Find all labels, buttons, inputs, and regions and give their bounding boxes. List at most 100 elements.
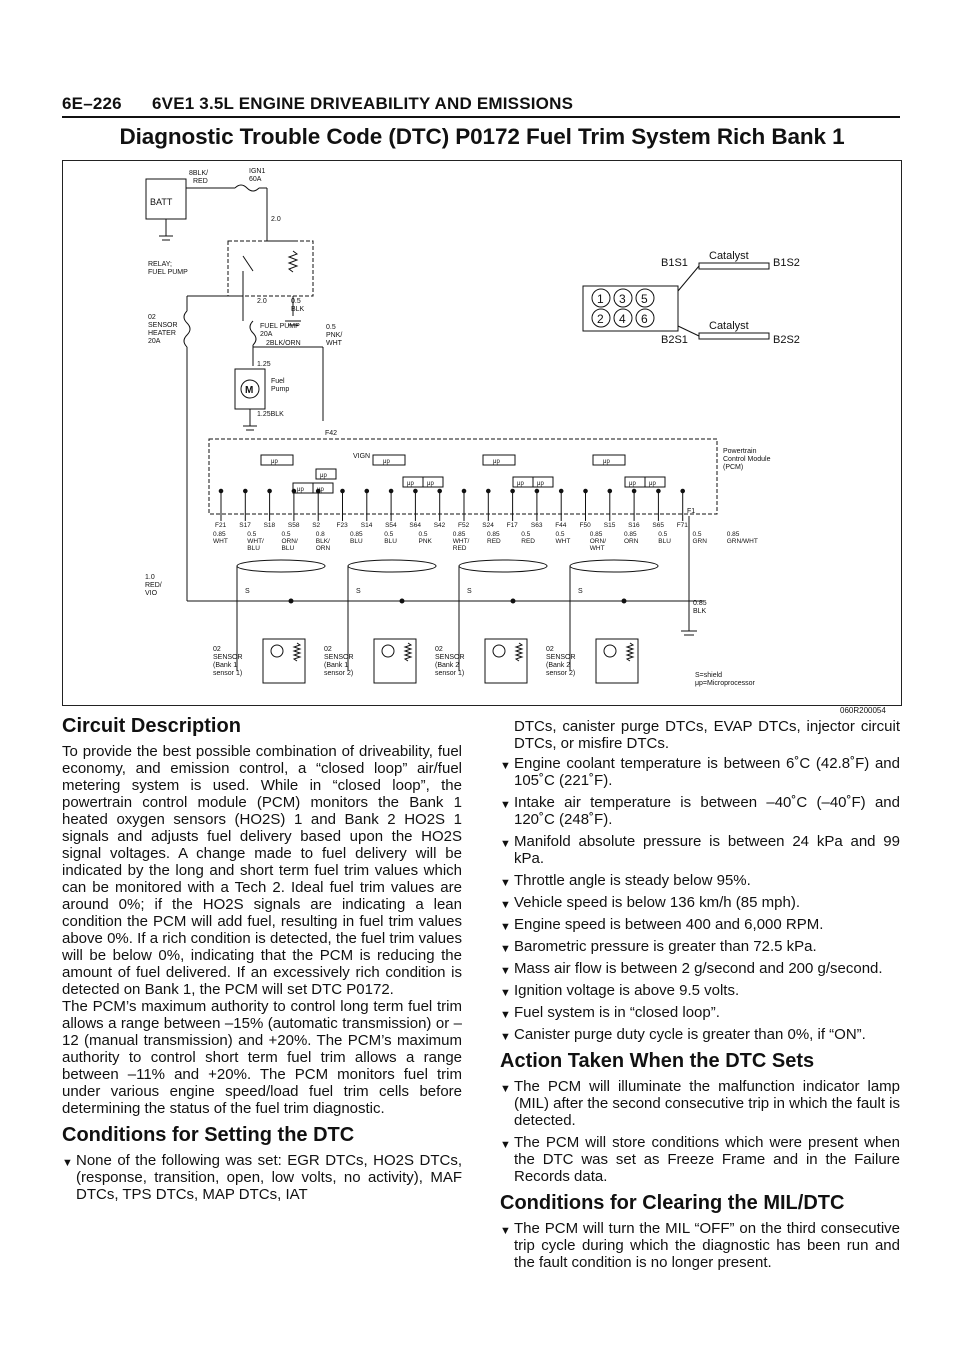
blk-085-1: 0.85 <box>693 600 707 607</box>
wire-label: RED <box>521 538 535 545</box>
o2-sensor-label: SENSOR <box>435 654 465 661</box>
wire-label: ORN/ <box>590 538 606 545</box>
shield-label: S <box>578 588 583 595</box>
relay-box <box>227 240 314 297</box>
shield-label: S <box>467 588 472 595</box>
mp-7: μp <box>317 487 324 493</box>
page-title: Diagnostic Trouble Code (DTC) P0172 Fuel… <box>119 124 845 149</box>
pin-label: S64 <box>409 522 421 529</box>
mp-12: μp <box>629 481 636 487</box>
list-item-text: The PCM will illuminate the malfunction … <box>514 1078 901 1129</box>
list-item: ▼The PCM will store conditions which wer… <box>500 1134 900 1185</box>
pin-node <box>291 488 297 494</box>
shield-ellipse <box>569 559 659 573</box>
shield-label: S <box>356 588 361 595</box>
pin-f1: F1 <box>687 508 695 515</box>
list-item: ▼Vehicle speed is below 136 km/h (85 mph… <box>500 894 900 911</box>
o2-sensor-label: (Bank 1 <box>213 662 237 669</box>
fuel-pump-label-2: Pump <box>271 386 289 393</box>
pin-node <box>267 488 272 494</box>
pin-f42: F42 <box>325 430 337 437</box>
exhaust-pipes <box>677 265 700 337</box>
list-item: ▼Canister purge duty cycle is greater th… <box>500 1026 900 1043</box>
wire-label: 0.5 <box>419 531 428 538</box>
blk-085-2: BLK <box>693 608 707 615</box>
red-vio-3: VIO <box>145 590 158 597</box>
list-item: ▼Engine coolant temperature is between 6… <box>500 755 900 789</box>
motor-icon <box>240 379 260 399</box>
o2-sensor-label: (Bank 2 <box>546 662 570 669</box>
mp-1: μp <box>271 459 278 465</box>
shield-ellipse <box>347 559 437 573</box>
list-item: ▼Engine speed is between 400 and 6,000 R… <box>500 916 900 933</box>
wire-label: 0.5 <box>658 531 667 538</box>
heater-element-icon <box>514 642 524 662</box>
o2-sensor-label: 02 <box>213 646 221 653</box>
wire-label: 0.85 <box>350 531 363 538</box>
pin-node <box>631 488 637 494</box>
pin-node <box>437 488 443 494</box>
wire-0-5-blk-1: 0.5 <box>291 298 301 305</box>
pnk-label-2: PNK/ <box>326 332 342 339</box>
pin-node <box>218 488 224 494</box>
fuel-pump-label-1: Fuel <box>271 378 285 385</box>
fp-fuse-label-2: 20A <box>260 331 273 338</box>
wire-label: 0.5 <box>282 531 291 538</box>
legend-shield: S=shield <box>695 672 722 679</box>
o2-heater-label-1: 02 <box>148 314 156 321</box>
pin-label: F21 <box>215 522 227 529</box>
pin-node <box>340 488 345 494</box>
sensor-element-icon <box>270 644 284 658</box>
bullet-icon: ▼ <box>500 1139 511 1151</box>
pin-label: S54 <box>385 522 397 529</box>
batt-wire-label-1: 8BLK/ <box>189 170 208 177</box>
list-item: ▼Mass air flow is between 2 g/second and… <box>500 960 900 977</box>
condition-item: ▼None of the following was set: EGR DTCs… <box>62 1152 462 1203</box>
list-item-text: Ignition voltage is above 9.5 volts. <box>514 982 740 999</box>
wire-1-25: 1.25 <box>257 361 271 368</box>
wire-2-0-a: 2.0 <box>271 216 281 223</box>
pin-label: S63 <box>531 522 543 529</box>
heater-element-icon <box>625 642 635 662</box>
wire-label: 0.85 <box>487 531 500 538</box>
wire-label: 0.85 <box>453 531 466 538</box>
pcm-label-3: (PCM) <box>723 464 743 471</box>
bullet-icon: ▼ <box>500 838 511 850</box>
list-item-text: Manifold absolute pressure is between 24… <box>514 833 900 867</box>
cylinder-icon <box>591 288 611 308</box>
list-item-text: The PCM will store conditions which were… <box>514 1134 900 1185</box>
heading-action-taken: Action Taken When the DTC Sets <box>500 1050 815 1072</box>
list-item-text: Fuel system is in “closed loop”. <box>514 1004 720 1021</box>
b1s2-label: B1S2 <box>773 257 800 269</box>
pin-node <box>388 488 394 494</box>
list-item-text: Mass air flow is between 2 g/second and … <box>514 960 883 977</box>
wire-label: 0.5 <box>556 531 565 538</box>
wire-1-25-blk: 1.25BLK <box>257 411 284 418</box>
bullet-icon: ▼ <box>500 965 511 977</box>
pin-label: S24 <box>482 522 494 529</box>
pin-label: S14 <box>361 522 373 529</box>
batt-wire-label-2: RED <box>193 178 208 185</box>
figure-code: 060R200054 <box>840 706 886 715</box>
wire-label: 0.85 <box>624 531 637 538</box>
bullet-icon: ▼ <box>500 1009 511 1021</box>
wire-label: PNK <box>419 538 433 545</box>
wire-label: BLU <box>282 545 295 552</box>
list-item-text: Vehicle speed is below 136 km/h (85 mph)… <box>514 894 800 911</box>
pin-label: F71 <box>677 522 689 529</box>
mp-10: μp <box>517 481 524 487</box>
list-item-text: Engine coolant temperature is between 6˚… <box>514 755 900 789</box>
pin-label: F44 <box>555 522 567 529</box>
bullet-icon: ▼ <box>500 899 511 911</box>
wire-label: 0.5 <box>384 531 393 538</box>
heading-conditions-clearing: Conditions for Clearing the MIL/DTC <box>500 1192 845 1214</box>
pin-label: S42 <box>434 522 446 529</box>
pin-label: F52 <box>458 522 470 529</box>
motor-label: M <box>245 385 253 396</box>
pin-label: F23 <box>337 522 349 529</box>
pin-node <box>461 488 467 494</box>
list-item-text: Intake air temperature is between –40˚C … <box>514 794 900 828</box>
o2-sensor-label: 02 <box>435 646 443 653</box>
bullet-icon: ▼ <box>62 1157 73 1169</box>
wire-label: BLU <box>247 545 260 552</box>
